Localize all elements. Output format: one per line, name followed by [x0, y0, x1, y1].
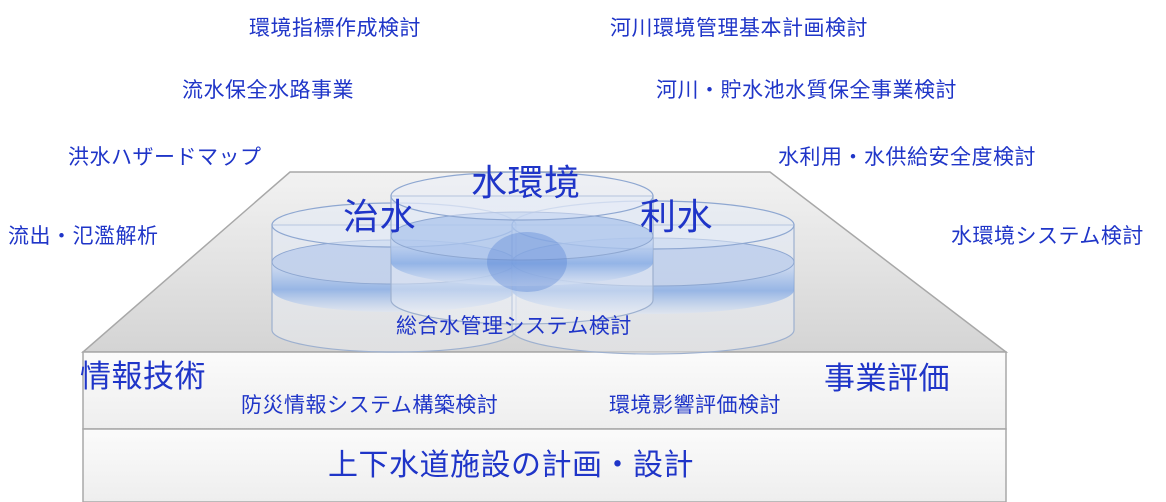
- base-tier-block: [82, 428, 1007, 502]
- middle-tier-left-title: 情報技術: [80, 359, 206, 395]
- middle-tier-block: [82, 351, 1007, 430]
- topic-flood-hazard-map: 洪水ハザードマップ: [68, 145, 262, 169]
- topic-water-supply-safety: 水利用・水供給安全度検討: [778, 145, 1036, 169]
- topic-runoff-analysis: 流出・氾濫解析: [8, 224, 159, 248]
- topic-env-indicator: 環境指標作成検討: [249, 16, 421, 40]
- topic-env-impact-assessment: 環境影響評価検討: [609, 393, 781, 417]
- topic-flow-channel: 流水保全水路事業: [182, 78, 354, 102]
- topic-water-env-system: 水環境システム検討: [951, 224, 1144, 248]
- base-tier-title: 上下水道施設の計画・設計: [328, 448, 694, 483]
- circle-label-water-environment: 水環境: [471, 163, 581, 204]
- circle-label-water-use: 利水: [640, 197, 714, 238]
- topic-disaster-info-system: 防災情報システム構築検討: [241, 393, 499, 417]
- middle-tier-right-title: 事業評価: [824, 361, 950, 397]
- integrated-management-label: 総合水管理システム検討: [396, 314, 632, 338]
- topic-reservoir-quality: 河川・貯水池水質保全事業検討: [656, 78, 957, 102]
- circle-label-flood-control: 治水: [343, 197, 417, 238]
- cylinder-water-environment: [390, 171, 654, 325]
- overlap-core: [487, 232, 567, 292]
- topic-river-env-plan: 河川環境管理基本計画検討: [610, 16, 868, 40]
